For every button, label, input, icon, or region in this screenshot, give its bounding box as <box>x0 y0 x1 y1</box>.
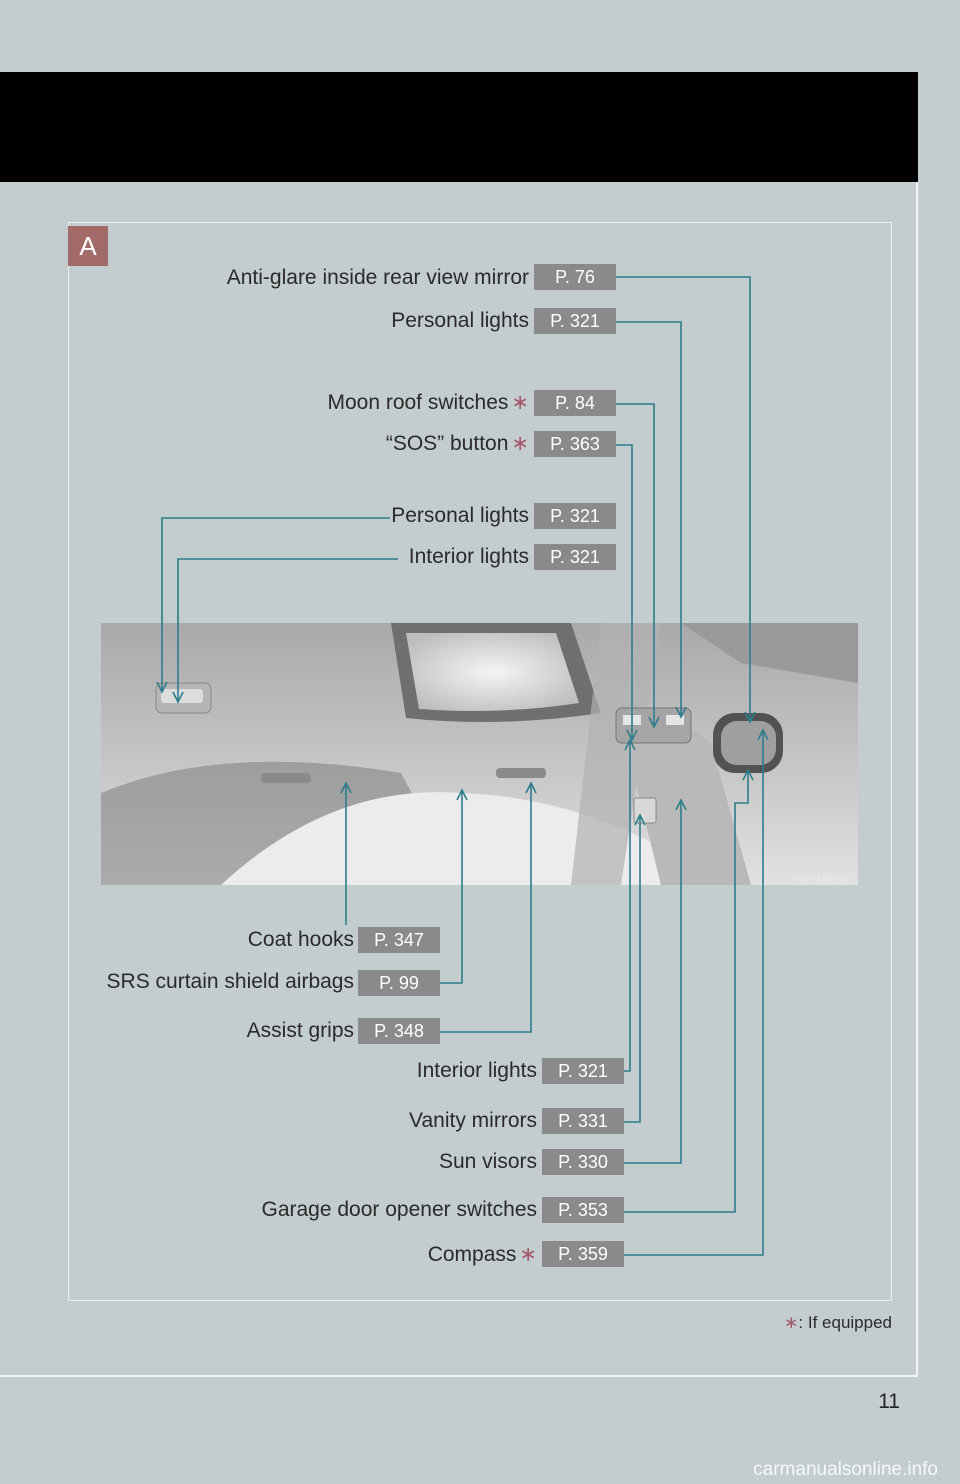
callout-label: Garage door opener switches <box>261 1198 538 1221</box>
footnote: ∗: If equipped <box>781 1313 892 1333</box>
if-equipped-star: ∗ <box>511 432 529 455</box>
arrowhead <box>172 691 184 704</box>
page-ref[interactable]: P. 321 <box>542 1058 624 1084</box>
connector-interior-lights-rear <box>177 558 398 700</box>
arrowhead <box>456 788 468 801</box>
footnote-text: : If equipped <box>798 1313 892 1332</box>
section-badge: A <box>68 226 108 266</box>
page-ref[interactable]: P. 84 <box>534 390 616 416</box>
page-ref[interactable]: P. 99 <box>358 970 440 996</box>
arrowhead <box>744 711 756 724</box>
arrowhead <box>675 798 687 811</box>
page-ref[interactable]: P. 321 <box>534 308 616 334</box>
arrowhead <box>624 738 636 751</box>
page-ref[interactable]: P. 331 <box>542 1108 624 1134</box>
arrowhead <box>156 681 168 694</box>
page-ref[interactable]: P. 353 <box>542 1197 624 1223</box>
connector-assist-grips <box>440 783 532 1033</box>
connector-interior-lights-front <box>624 740 631 1072</box>
if-equipped-star: ∗ <box>519 1243 537 1266</box>
page-number: 11 <box>878 1390 900 1413</box>
callout-label: Personal lights <box>391 309 529 332</box>
connector-garage-door <box>624 770 749 1213</box>
watermark[interactable]: carmanualsonline.info <box>753 1459 938 1480</box>
header-bar <box>0 72 918 182</box>
connector-srs-airbags <box>440 790 463 984</box>
page-frame <box>0 72 918 1377</box>
page-ref[interactable]: P. 76 <box>534 264 616 290</box>
arrowhead <box>626 729 638 742</box>
page-ref[interactable]: P. 347 <box>358 927 440 953</box>
arrowhead <box>634 813 646 826</box>
arrowhead <box>340 781 352 794</box>
diagram-panel <box>68 222 892 1301</box>
connector-moon-roof-switches <box>616 403 655 725</box>
page-ref[interactable]: P. 363 <box>534 431 616 457</box>
callout-label: Moon roof switches∗ <box>327 391 529 414</box>
connector-personal-lights-rear <box>161 517 390 690</box>
callout-label: Compass∗ <box>427 1243 537 1266</box>
callout-label: SRS curtain shield airbags <box>106 970 354 993</box>
connector-compass <box>624 730 764 1256</box>
headliner-illustration: CLYPIAB006 <box>101 623 858 885</box>
connector-personal-lights-front <box>616 321 682 715</box>
page-ref[interactable]: P. 321 <box>534 503 616 529</box>
connector-sos-button <box>616 444 633 738</box>
callout-label: Personal lights <box>391 504 529 527</box>
connector-rear-view-mirror <box>616 276 751 720</box>
arrowhead <box>648 716 660 729</box>
photo-code: CLYPIAB006 <box>795 874 849 884</box>
if-equipped-star: ∗ <box>784 1313 799 1332</box>
arrowhead <box>525 781 537 794</box>
arrowhead <box>742 768 754 781</box>
callout-label: Coat hooks <box>247 928 354 951</box>
connector-sun-visors <box>624 800 682 1164</box>
if-equipped-star: ∗ <box>511 391 529 414</box>
callout-label: Anti-glare inside rear view mirror <box>226 266 529 289</box>
callout-label: Interior lights <box>408 545 529 568</box>
page-ref[interactable]: P. 348 <box>358 1018 440 1044</box>
callout-label: Vanity mirrors <box>409 1109 537 1132</box>
callout-label: Sun visors <box>438 1150 537 1173</box>
connector-vanity-mirrors <box>624 815 641 1123</box>
headliner-photo: CLYPIAB006 <box>101 623 858 885</box>
page-ref[interactable]: P. 321 <box>534 544 616 570</box>
callout-label: Interior lights <box>416 1059 537 1082</box>
callout-label: Assist grips <box>246 1019 354 1042</box>
page-ref[interactable]: P. 359 <box>542 1241 624 1267</box>
page-ref[interactable]: P. 330 <box>542 1149 624 1175</box>
arrowhead <box>757 728 769 741</box>
arrowhead <box>675 706 687 719</box>
callout-label: “SOS” button∗ <box>385 432 529 455</box>
